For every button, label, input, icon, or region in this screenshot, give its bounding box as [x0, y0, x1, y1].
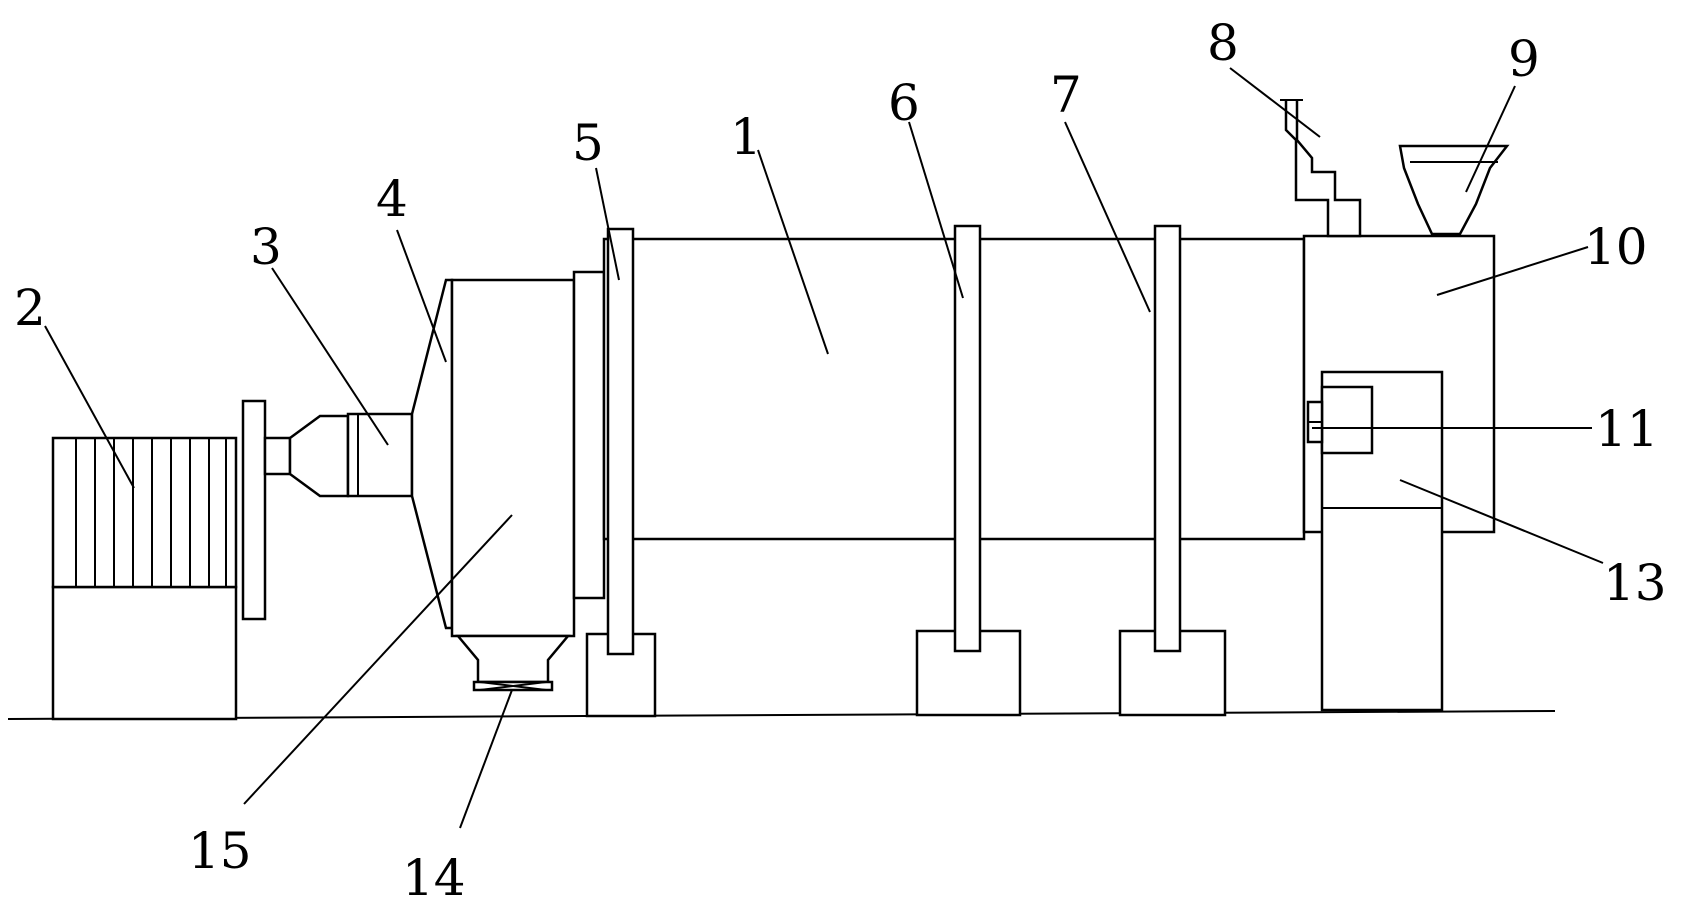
leader-15	[243, 514, 513, 805]
label-7: 7	[1050, 66, 1082, 124]
reducer	[263, 412, 414, 498]
leader-3	[271, 267, 389, 446]
leader-8	[1229, 67, 1321, 138]
cone-head	[410, 278, 454, 630]
label-4: 4	[376, 170, 408, 228]
burner-nozzle	[1306, 385, 1374, 455]
ring-5	[606, 227, 635, 656]
label-14: 14	[402, 849, 466, 902]
label-9: 9	[1508, 30, 1540, 88]
leader-9	[1465, 85, 1516, 193]
leader-7	[1064, 121, 1151, 313]
label-6: 6	[888, 74, 920, 132]
leader-6	[908, 121, 964, 299]
exhaust-chimney	[1280, 99, 1362, 238]
hood-chamber	[450, 278, 576, 638]
label-5: 5	[572, 114, 604, 172]
leader-13	[1399, 479, 1604, 564]
label-10: 10	[1584, 218, 1648, 276]
leader-10	[1436, 246, 1589, 296]
motor-fins	[75, 438, 227, 587]
label-1: 1	[730, 108, 762, 166]
coupling-flange	[241, 399, 267, 621]
label-15: 15	[188, 822, 252, 880]
ring-6	[953, 224, 982, 653]
label-11: 11	[1595, 400, 1659, 458]
leader-2	[44, 325, 135, 489]
leader-lines	[44, 67, 1604, 829]
leader-4	[396, 229, 447, 363]
feed-hopper	[1398, 144, 1510, 236]
ring-7	[1153, 224, 1182, 653]
label-3: 3	[250, 218, 282, 276]
label-8: 8	[1207, 14, 1239, 72]
seal-ring	[572, 270, 606, 600]
leader-5	[595, 167, 620, 281]
leader-1	[757, 149, 829, 355]
label-2: 2	[14, 279, 46, 337]
ground-line	[7, 710, 1556, 720]
label-13: 13	[1603, 554, 1667, 612]
leader-14	[459, 689, 513, 829]
discharge-hopper	[455, 634, 571, 692]
motor	[51, 436, 238, 721]
